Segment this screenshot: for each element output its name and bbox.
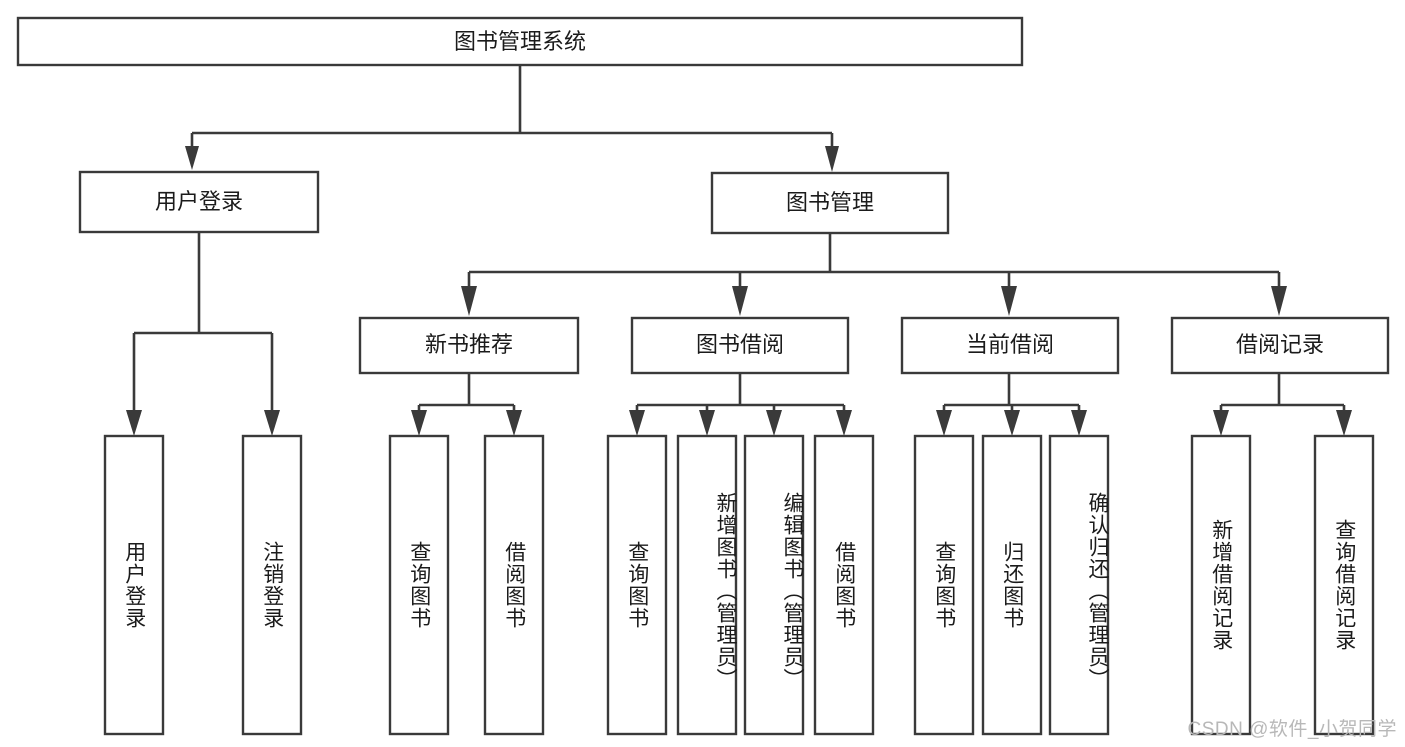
connectors-bookborrow-to-leaves bbox=[629, 373, 852, 436]
arrow-head-borrow-record bbox=[1271, 286, 1287, 316]
arrow-head-leaf-borrow-book-1 bbox=[506, 410, 522, 436]
arrow-head-leaf-add-record bbox=[1213, 410, 1229, 436]
node-box-leaf-5[interactable] bbox=[676, 434, 738, 736]
arrow-head-user-login bbox=[185, 146, 199, 170]
arrow-head-leaf-add-book bbox=[699, 410, 715, 436]
node-box-leaf-7[interactable] bbox=[813, 434, 875, 736]
node-box-leaf-10[interactable] bbox=[1048, 434, 1110, 736]
arrow-head-leaf-return-book bbox=[1004, 410, 1020, 436]
connectors-borrowrecord-to-leaves bbox=[1213, 373, 1352, 436]
node-box-leaf-0[interactable] bbox=[103, 434, 165, 736]
arrow-head-leaf-query-book-1 bbox=[411, 410, 427, 436]
node-box-leaf-3[interactable] bbox=[483, 434, 545, 736]
connectors-newbook-to-leaves bbox=[411, 373, 522, 436]
arrow-head-leaf-logout bbox=[264, 410, 280, 436]
node-label-root: 图书管理系统 bbox=[454, 29, 586, 54]
node-box-borrow-record[interactable] bbox=[1170, 316, 1390, 375]
arrow-head-leaf-borrow-book-2 bbox=[836, 410, 852, 436]
node-box-leaf-12[interactable] bbox=[1313, 434, 1375, 736]
node-label-new-book-recommend: 新书推荐 bbox=[425, 332, 513, 357]
node-box-user-login[interactable] bbox=[78, 170, 320, 234]
node-box-book-borrow[interactable] bbox=[630, 316, 850, 375]
node-box-new-book-recommend[interactable] bbox=[358, 316, 580, 375]
node-box-leaf-11[interactable] bbox=[1190, 434, 1252, 736]
arrow-head-leaf-user-login bbox=[126, 410, 142, 436]
watermark-text: CSDN @软件_小贺同学 bbox=[1187, 719, 1397, 740]
node-label-book-management: 图书管理 bbox=[786, 190, 874, 215]
connectors-bookmgmt-to-level3 bbox=[461, 233, 1287, 316]
node-box-leaf-6[interactable] bbox=[743, 434, 805, 736]
arrow-head-leaf-query-book-2 bbox=[629, 410, 645, 436]
node-box-leaf-1[interactable] bbox=[241, 434, 303, 736]
node-label-current-borrow: 当前借阅 bbox=[966, 332, 1054, 357]
node-box-root[interactable] bbox=[16, 16, 1024, 67]
arrow-head-book-borrow bbox=[732, 286, 748, 316]
node-box-book-management[interactable] bbox=[710, 171, 950, 235]
node-box-current-borrow[interactable] bbox=[900, 316, 1120, 375]
arrow-head-leaf-edit-book bbox=[766, 410, 782, 436]
node-box-leaf-2[interactable] bbox=[388, 434, 450, 736]
connectors-userlogin-to-leaves bbox=[126, 232, 280, 436]
node-label-borrow-record: 借阅记录 bbox=[1236, 332, 1324, 357]
node-box-leaf-9[interactable] bbox=[981, 434, 1043, 736]
node-box-leaf-4[interactable] bbox=[606, 434, 668, 736]
arrow-head-leaf-confirm-return bbox=[1071, 410, 1087, 436]
connectors-root-to-level2 bbox=[185, 65, 839, 172]
arrow-head-new-book-rec bbox=[461, 286, 477, 316]
node-label-book-borrow: 图书借阅 bbox=[696, 332, 784, 357]
node-label-user-login: 用户登录 bbox=[155, 189, 243, 214]
arrow-head-book-mgmt bbox=[825, 146, 839, 172]
arrow-head-leaf-query-book-3 bbox=[936, 410, 952, 436]
arrow-head-current-borrow bbox=[1001, 286, 1017, 316]
arrow-head-leaf-query-record bbox=[1336, 410, 1352, 436]
connectors-currentborrow-to-leaves bbox=[936, 373, 1087, 436]
node-box-leaf-8[interactable] bbox=[913, 434, 975, 736]
